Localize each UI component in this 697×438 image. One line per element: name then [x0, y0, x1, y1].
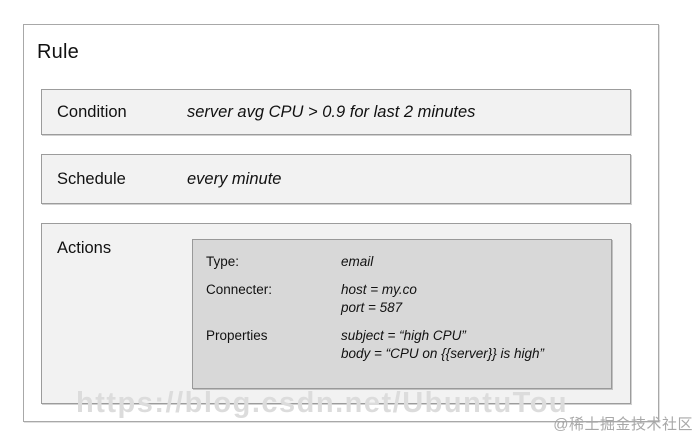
schedule-value: every minute — [187, 169, 282, 188]
rule-container: Rule Condition server avg CPU > 0.9 for … — [23, 24, 659, 422]
connecter-label: Connecter: — [206, 282, 273, 297]
detail-row-connecter: Connecter: host = my.co port = 587 — [206, 281, 611, 317]
schedule-section: Schedule every minute — [41, 154, 631, 204]
properties-body-value: body = “CPU on {{server}} is high” — [341, 346, 544, 361]
csdn-url-watermark: https://blog.csdn.net/UbuntuTou — [76, 387, 569, 419]
condition-section: Condition server avg CPU > 0.9 for last … — [41, 89, 631, 135]
actions-section: Actions Type: email Connecter: host = my… — [41, 223, 631, 404]
action-details-box: Type: email Connecter: host = my.co port… — [192, 239, 612, 389]
condition-label: Condition — [57, 102, 127, 121]
properties-label: Properties — [206, 328, 268, 343]
connecter-port-value: port = 587 — [341, 300, 403, 315]
detail-row-properties: Properties subject = “high CPU” body = “… — [206, 327, 611, 363]
type-label: Type: — [206, 254, 240, 269]
type-value: email — [341, 254, 374, 269]
rule-title: Rule — [37, 41, 79, 63]
detail-row-type: Type: email — [206, 253, 611, 271]
juejin-community-watermark: @稀土掘金技术社区 — [553, 416, 693, 433]
connecter-host-value: host = my.co — [341, 282, 417, 297]
condition-value: server avg CPU > 0.9 for last 2 minutes — [187, 102, 476, 121]
actions-label: Actions — [57, 239, 112, 257]
properties-subject-value: subject = “high CPU” — [341, 328, 466, 343]
schedule-label: Schedule — [57, 169, 126, 188]
